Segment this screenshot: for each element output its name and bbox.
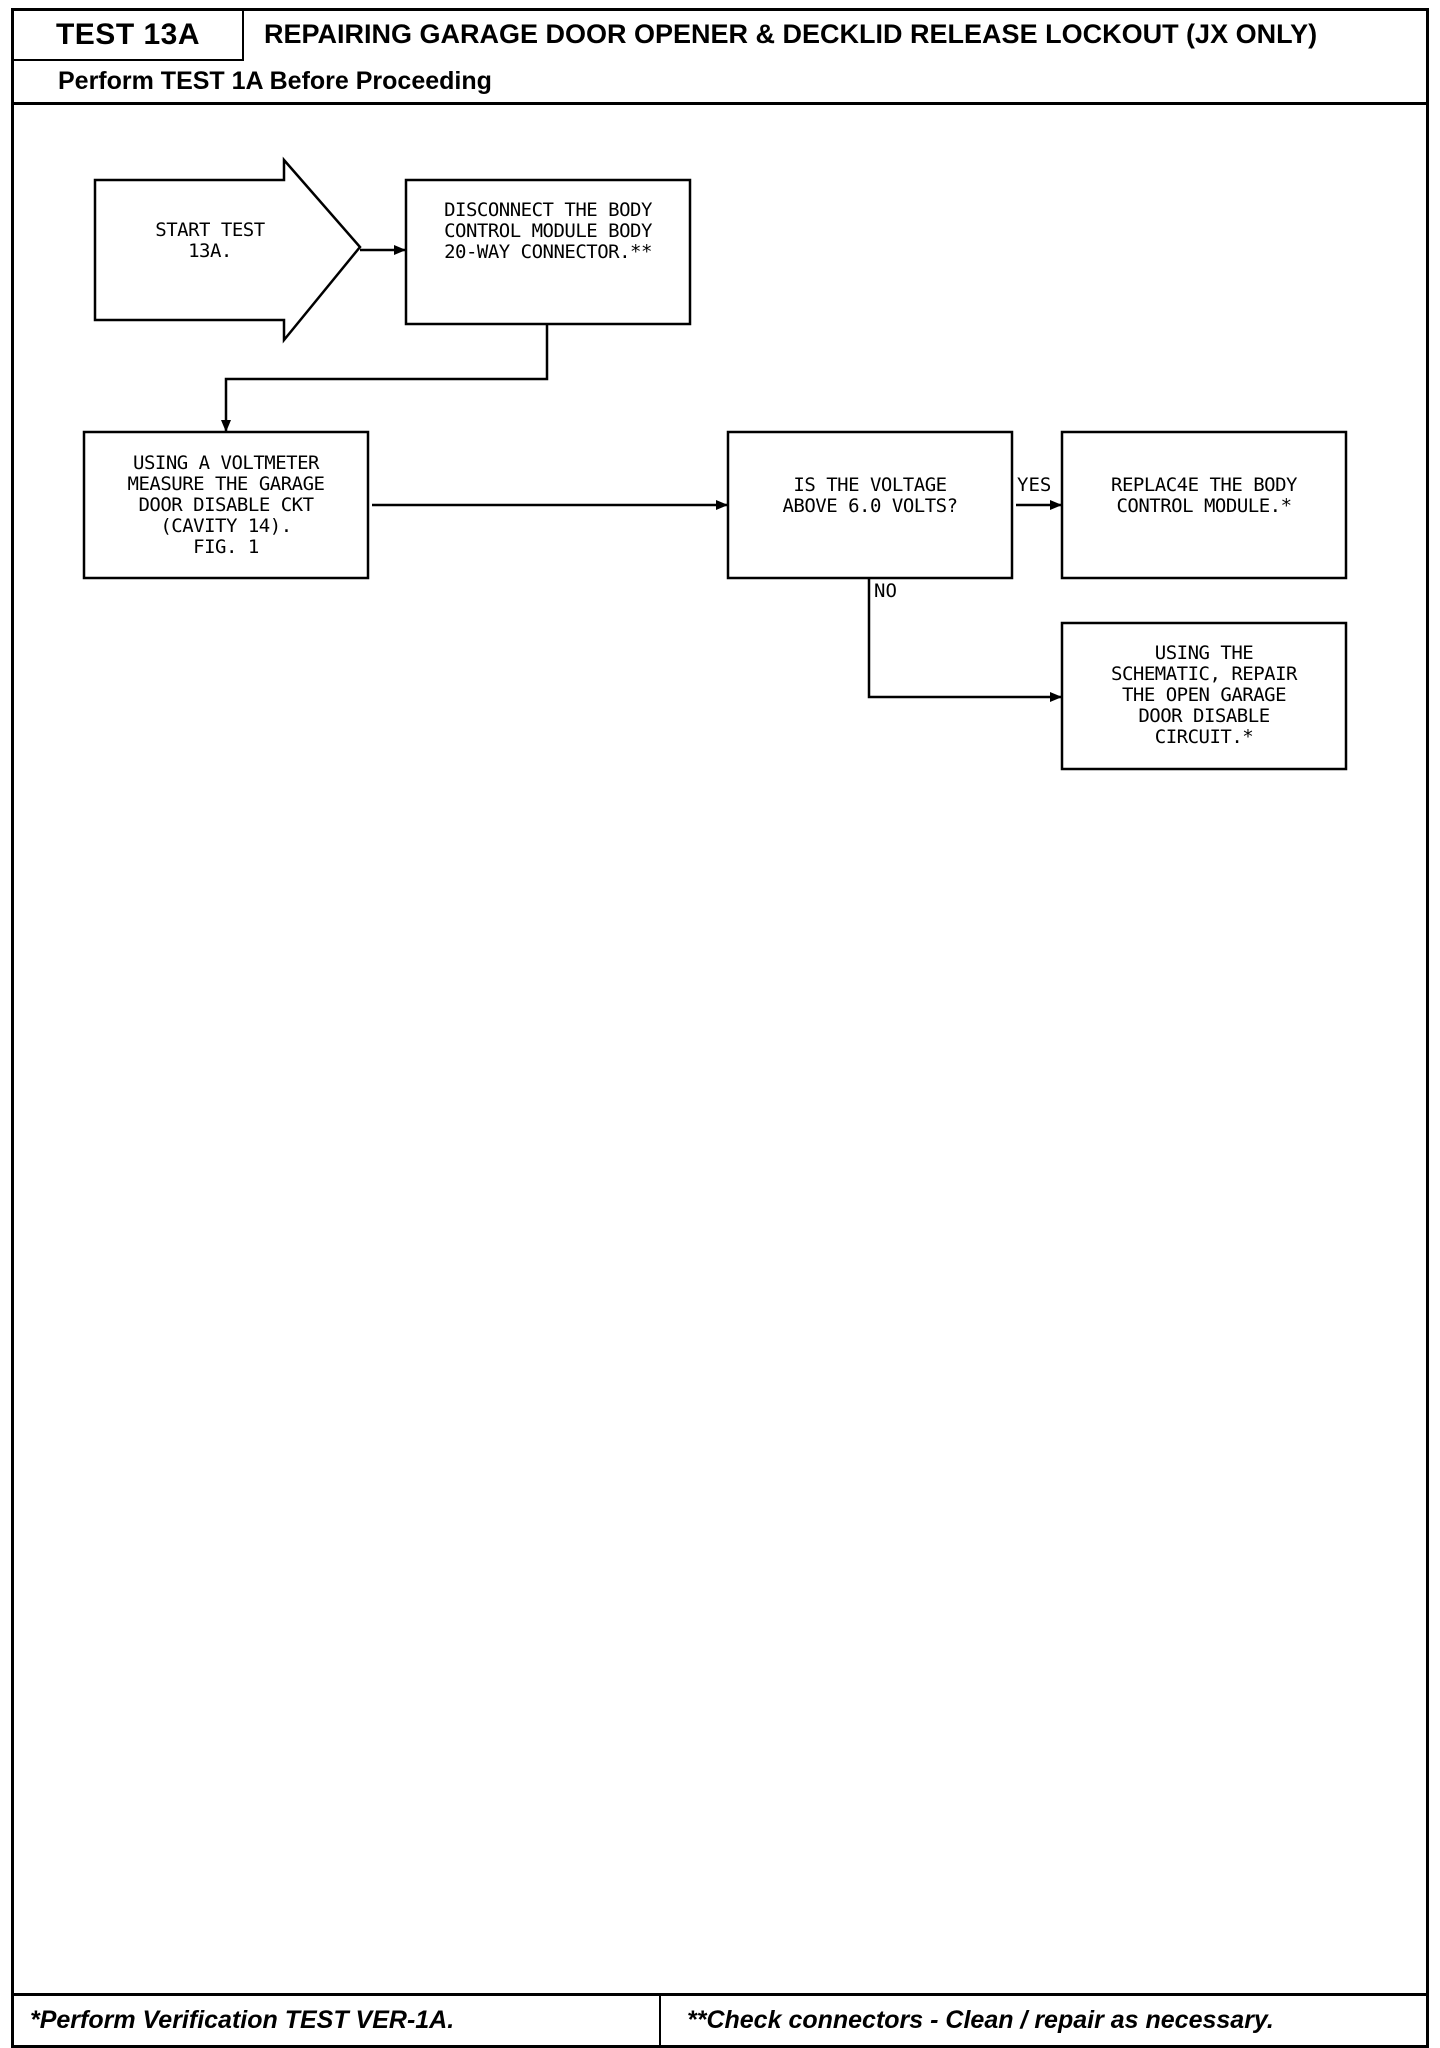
start-node-shape (93, 156, 362, 344)
edge-disconnect-to-measure (221, 324, 549, 432)
header: TEST 13A REPAIRING GARAGE DOOR OPENER & … (14, 11, 1426, 61)
test-id-box: TEST 13A (14, 11, 244, 61)
repair-node-text: USING THE SCHEMATIC, REPAIR THE OPEN GAR… (1111, 642, 1297, 748)
no-label: NO (874, 580, 897, 602)
disconnect-node-shape (404, 178, 692, 326)
disconnect-node-text: DISCONNECT THE BODY CONTROL MODULE BODY … (444, 199, 652, 263)
yes-label: YES (1017, 474, 1052, 496)
decision-node-text: IS THE VOLTAGE ABOVE 6.0 VOLTS? (782, 474, 958, 517)
page-frame: TEST 13A REPAIRING GARAGE DOOR OPENER & … (11, 8, 1429, 2048)
measure-node-shape (82, 430, 370, 580)
replace-node-shape (1060, 430, 1348, 580)
replace-node-text: REPLAC4E THE BODY CONTROL MODULE.* (1111, 474, 1297, 517)
footer-connector-note: **Check connectors - Clean / repair as n… (687, 2006, 1274, 2034)
test-id: TEST 13A (55, 18, 201, 51)
prerequisite-bar: Perform TEST 1A Before Proceeding (14, 61, 1426, 105)
footer-verification-note: *Perform Verification TEST VER-1A. (30, 2006, 455, 2034)
footer: *Perform Verification TEST VER-1A. **Che… (14, 1993, 1426, 2045)
test-title: REPAIRING GARAGE DOOR OPENER & DECKLID R… (264, 19, 1318, 49)
repair-node-shape (1060, 621, 1348, 771)
footer-right-cell: **Check connectors - Clean / repair as n… (661, 1996, 1426, 2045)
start-node-text: START TEST 13A. (155, 219, 265, 262)
measure-node-text: USING A VOLTMETER MEASURE THE GARAGE DOO… (127, 452, 325, 558)
edge-decision-no (867, 578, 1062, 702)
prerequisite-text: Perform TEST 1A Before Proceeding (58, 67, 492, 95)
footer-left-cell: *Perform Verification TEST VER-1A. (14, 1996, 661, 2045)
